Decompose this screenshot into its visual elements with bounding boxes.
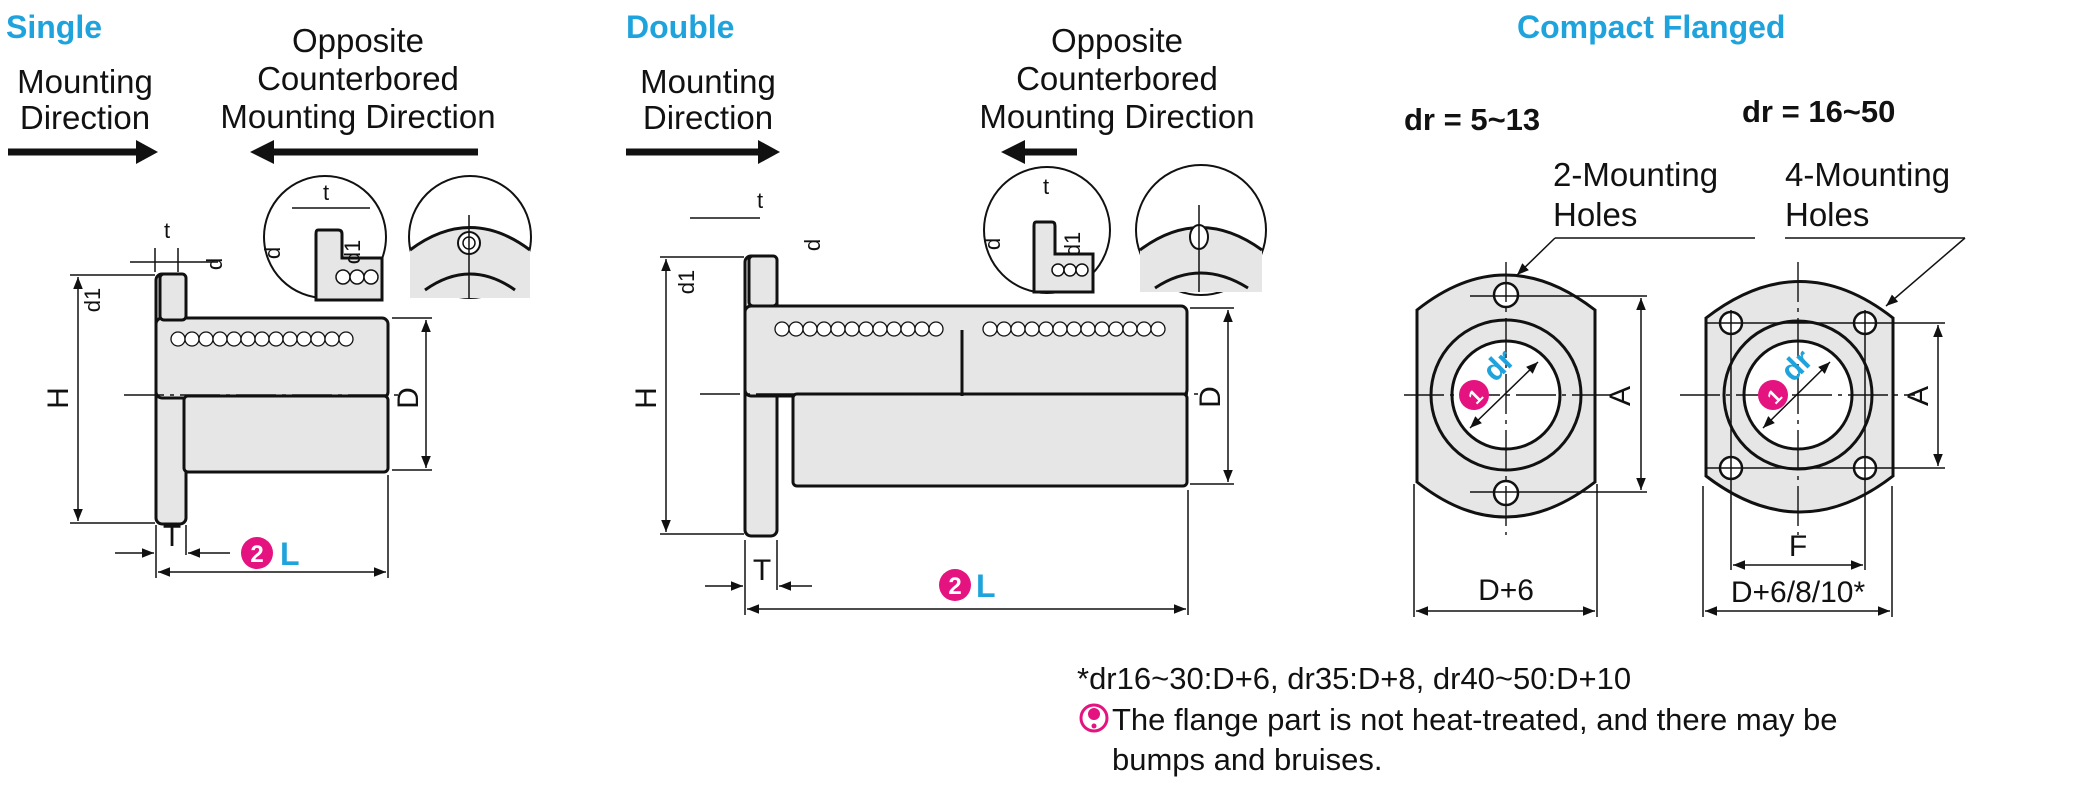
single-D-label: D (392, 387, 425, 409)
compact-left-front-view: A 1 dr D+6 (1404, 237, 1755, 617)
compact-right-range: dr = 16~50 (1742, 94, 1895, 129)
double-hole-detail (1135, 164, 1267, 296)
compact-right-F-label: F (1789, 530, 1807, 563)
double-section: Double Mounting Direction Opposite Count… (626, 9, 1267, 615)
warning-line-2: bumps and bruises. (1112, 742, 1383, 777)
single-badge-number: 2 (250, 541, 263, 568)
double-mounting-label-1: Mounting (640, 63, 776, 100)
right-arrow-icon (626, 140, 780, 164)
double-t-label: t (757, 188, 763, 213)
compact-left-holes-1: 2-Mounting (1553, 156, 1718, 193)
warning-icon (1079, 703, 1109, 733)
double-counterbore-detail: t d d1 (980, 166, 1111, 294)
compact-right-holes-2: Holes (1785, 196, 1869, 233)
single-L-badge: 2 L (241, 536, 300, 572)
double-detail-t-label: t (1043, 174, 1049, 199)
left-arrow-icon (1001, 140, 1077, 164)
compact-left-badge (1459, 380, 1489, 410)
detail-d-label: d (260, 247, 285, 259)
single-counterbore-detail: t d d1 (260, 175, 387, 302)
compact-title: Compact Flanged (1517, 9, 1785, 45)
single-hole-detail (408, 175, 532, 299)
compact-right-width-label: D+6/8/10* (1731, 576, 1866, 609)
left-arrow-icon (250, 140, 478, 164)
single-side-view: H D T t d1 d 2 L (42, 218, 432, 578)
compact-right-holes-1: 4-Mounting (1785, 156, 1950, 193)
compact-left-A-label: A (1604, 386, 1637, 406)
single-T-label: T (163, 520, 181, 553)
compact-section: Compact Flanged dr = 5~13 dr = 16~50 2-M… (1404, 9, 1966, 617)
compact-left-holes-2: Holes (1553, 196, 1637, 233)
single-mounting-label-1: Mounting (17, 63, 153, 100)
double-L-badge: 2 L (939, 568, 996, 604)
double-T-label: T (753, 554, 771, 587)
double-opposite-label-2: Counterbored (1016, 60, 1218, 97)
detail-t-label: t (323, 180, 329, 205)
double-D-label: D (1194, 386, 1227, 408)
single-opposite-label-3: Mounting Direction (220, 98, 495, 135)
double-detail-d-label: d (980, 238, 1005, 250)
single-mounting-label-2: Direction (20, 99, 150, 136)
double-d-label: d (800, 239, 825, 251)
single-section: Single Mounting Direction Opposite Count… (6, 9, 532, 578)
single-d1-label: d1 (80, 288, 105, 312)
compact-right-badge (1758, 380, 1788, 410)
compact-left-width-label: D+6 (1478, 574, 1534, 607)
double-side-view: H D T t d1 d 2 L (630, 188, 1234, 615)
compact-right-A-label: A (1902, 386, 1935, 406)
footnote: *dr16~30:D+6, dr35:D+8, dr40~50:D+10 (1077, 661, 1631, 696)
single-d-label: d (202, 258, 227, 270)
single-L-label: L (280, 536, 300, 572)
double-opposite-label-1: Opposite (1051, 22, 1183, 59)
single-title: Single (6, 9, 102, 45)
single-t-label: t (164, 218, 170, 243)
warning-line-1: The flange part is not heat-treated, and… (1112, 702, 1838, 737)
single-opposite-label-1: Opposite (292, 22, 424, 59)
notes: *dr16~30:D+6, dr35:D+8, dr40~50:D+10 The… (1077, 661, 1838, 777)
detail-d1-label: d1 (340, 240, 365, 264)
double-L-label: L (976, 568, 996, 604)
double-mounting-label-2: Direction (643, 99, 773, 136)
single-opposite-label-2: Counterbored (257, 60, 459, 97)
double-H-label: H (630, 387, 663, 409)
double-badge-number: 2 (948, 573, 961, 600)
right-arrow-icon (8, 140, 158, 164)
compact-right-front-view: A 1 dr F D+6/8/10* (1680, 237, 1966, 617)
compact-left-range: dr = 5~13 (1404, 102, 1540, 137)
double-title: Double (626, 9, 734, 45)
double-d1-label: d1 (674, 270, 699, 294)
single-H-label: H (42, 387, 75, 409)
double-detail-d1-label: d1 (1060, 232, 1085, 256)
double-opposite-label-3: Mounting Direction (979, 98, 1254, 135)
